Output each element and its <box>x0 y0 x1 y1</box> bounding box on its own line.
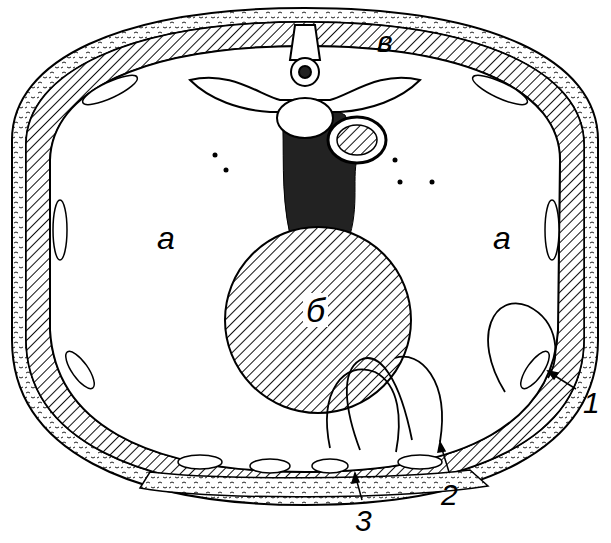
aorta <box>328 117 386 163</box>
leader-lines <box>352 371 576 500</box>
dots <box>213 153 435 185</box>
vertebra <box>190 25 420 138</box>
region-letter: а <box>157 222 175 254</box>
callout-number: 3 <box>355 506 372 536</box>
skin-layer <box>12 8 598 505</box>
region-letter: в <box>377 27 393 57</box>
pleural-cavity <box>50 46 560 472</box>
heart <box>225 227 411 413</box>
puncture-paths <box>327 303 555 452</box>
ribs <box>53 70 559 473</box>
sternum <box>140 470 488 497</box>
region-letter: б <box>303 293 328 327</box>
callout-number: 2 <box>441 480 458 510</box>
muscle-layer <box>26 22 584 490</box>
region-letter: а <box>493 222 511 254</box>
callout-number: 1 <box>583 388 600 418</box>
